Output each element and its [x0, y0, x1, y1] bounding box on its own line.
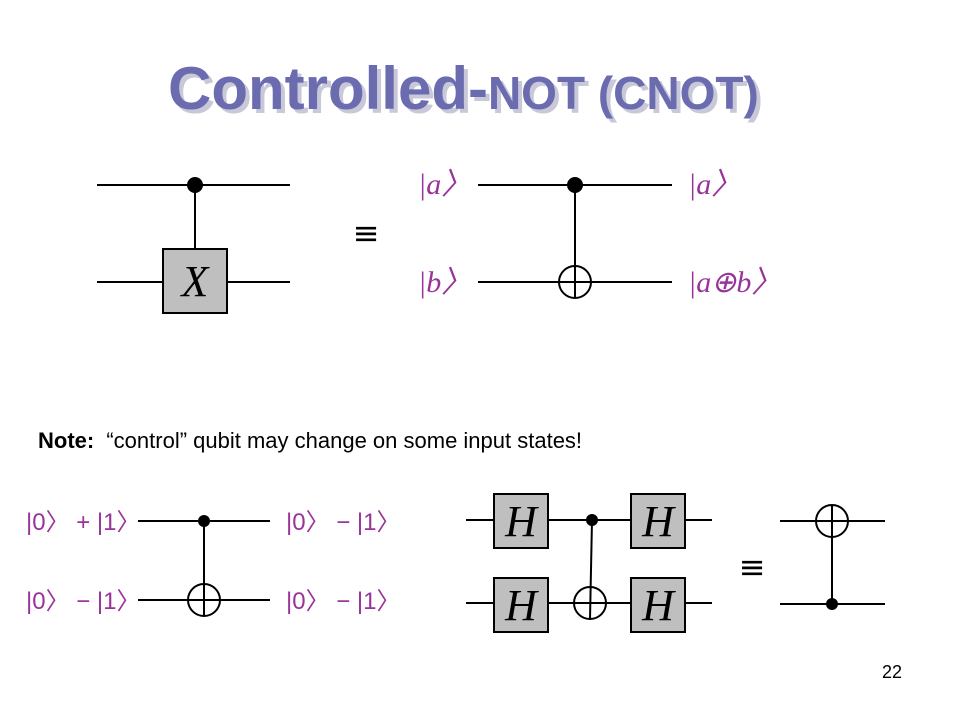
page-number: 22 — [882, 662, 902, 682]
svg-text:Controlled-NOT (CNOT): Controlled-NOT (CNOT) — [168, 55, 759, 122]
h-circuit-control-line — [589, 519, 593, 620]
example-output-bottom: |0〉 − |1〉 — [286, 588, 401, 615]
h-gate-bottom-right — [630, 577, 686, 633]
h-gate-bottom-left — [493, 577, 549, 633]
hadamard-cnot-circuit: H H H H — [466, 493, 712, 633]
h-gate-bottom-right-label: H — [641, 581, 676, 630]
example-control-dot — [198, 515, 210, 527]
title-main-shadow: Controlled- — [172, 59, 492, 126]
h-circuit-control-dot — [586, 514, 598, 526]
note-text: “control” qubit may change on some input… — [106, 428, 582, 453]
output-ket-a-xor-b: |a⊕b〉 — [688, 266, 781, 299]
title-main: Controlled- — [168, 55, 488, 122]
example-input-bottom: |0〉 − |1〉 — [26, 588, 141, 615]
reversed-control-dot — [826, 598, 838, 610]
h-gate-top-left-label: H — [504, 497, 539, 546]
h-gate-bottom-left-label: H — [504, 581, 539, 630]
x-gate-label: X — [180, 257, 211, 306]
cnot-control-dot — [567, 177, 583, 193]
example-target-oplus — [187, 583, 221, 617]
note-line: Note: “control” qubit may change on some… — [38, 428, 582, 453]
controlled-x-circuit: X — [97, 177, 290, 314]
x-gate-box — [162, 248, 228, 314]
svg-text:Controlled-NOT (CNOT): Controlled-NOT (CNOT) — [172, 59, 763, 126]
h-circuit-target-oplus — [573, 586, 607, 620]
input-ket-a: |a〉 — [418, 168, 471, 201]
cnot-circuit: |a〉 |b〉 |a〉 |a⊕b〉 — [418, 168, 781, 299]
example-output-top: |0〉 − |1〉 — [286, 509, 401, 536]
example-input-top: |0〉 + |1〉 — [26, 509, 141, 536]
control-dot — [187, 177, 203, 193]
equivalence-symbol-bottom: ≡ — [739, 548, 766, 586]
note-label: Note: — [38, 428, 94, 453]
title-sub: NOT (CNOT) — [488, 67, 759, 119]
output-ket-a: |a〉 — [688, 168, 741, 201]
reversed-cnot-circuit — [780, 504, 885, 610]
title-sub-shadow: NOT (CNOT) — [492, 71, 763, 123]
h-gate-top-right-label: H — [641, 497, 676, 546]
example-cnot-circuit: |0〉 + |1〉 |0〉 − |1〉 |0〉 − |1〉 |0〉 − |1〉 — [26, 509, 401, 617]
h-gate-top-left — [493, 493, 549, 549]
input-ket-b: |b〉 — [418, 266, 471, 299]
h-gate-top-right — [630, 493, 686, 549]
equivalence-symbol: ≡ — [353, 214, 380, 252]
slide-title: Controlled-NOT (CNOT) Controlled-NOT (CN… — [168, 55, 763, 126]
